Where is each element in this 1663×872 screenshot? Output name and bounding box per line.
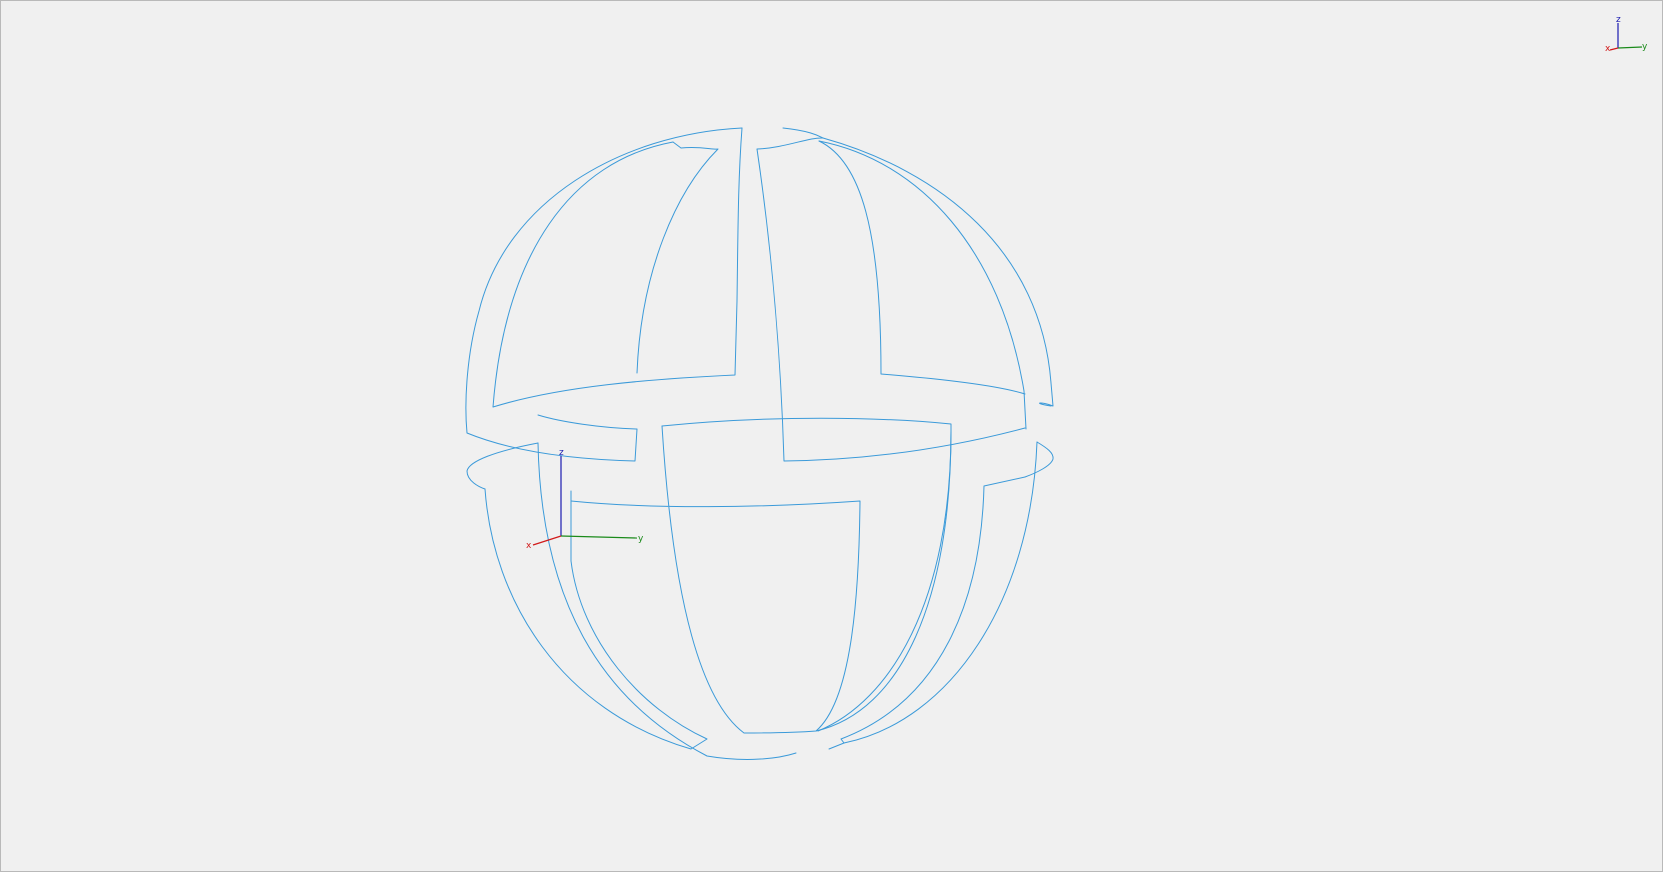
corner-z-label: z xyxy=(1616,15,1621,25)
origin-y-label: y xyxy=(638,534,644,544)
corner-orientation-triad[interactable]: z y x xyxy=(1605,15,1648,54)
panel-upper-right-inner xyxy=(818,140,1026,395)
origin-x-axis xyxy=(532,535,562,546)
panel-lower-left-outer xyxy=(484,488,708,750)
equator-ring-left xyxy=(466,442,539,490)
panel-upper-left-inner xyxy=(492,127,743,408)
panel-upper-left-outer xyxy=(465,127,743,462)
panel-lower-right-inner xyxy=(815,430,952,732)
panel-upper-left-cap xyxy=(636,141,719,374)
sphere-wireframe xyxy=(465,127,1054,760)
corner-x-axis xyxy=(1609,47,1619,51)
panel-lower-center xyxy=(570,425,861,734)
origin-y-axis xyxy=(560,535,638,539)
equator-ring-right xyxy=(1024,441,1054,478)
equator-inner-band xyxy=(661,417,952,732)
panel-lower-right-outer xyxy=(840,441,1038,744)
origin-axis-triad: z y x xyxy=(526,448,644,551)
origin-x-label: x xyxy=(526,541,532,551)
panel-upper-right-center xyxy=(756,127,1026,462)
panel-upper-right-outer xyxy=(818,140,1027,430)
corner-y-axis xyxy=(1617,46,1643,49)
corner-x-label: x xyxy=(1605,44,1611,54)
corner-y-label: y xyxy=(1642,42,1648,52)
origin-z-label: z xyxy=(559,448,564,458)
panel-lower-left-inner xyxy=(537,442,797,760)
panel-upper-right-shell xyxy=(822,137,1054,407)
panel-lower-right-tab xyxy=(828,742,845,750)
